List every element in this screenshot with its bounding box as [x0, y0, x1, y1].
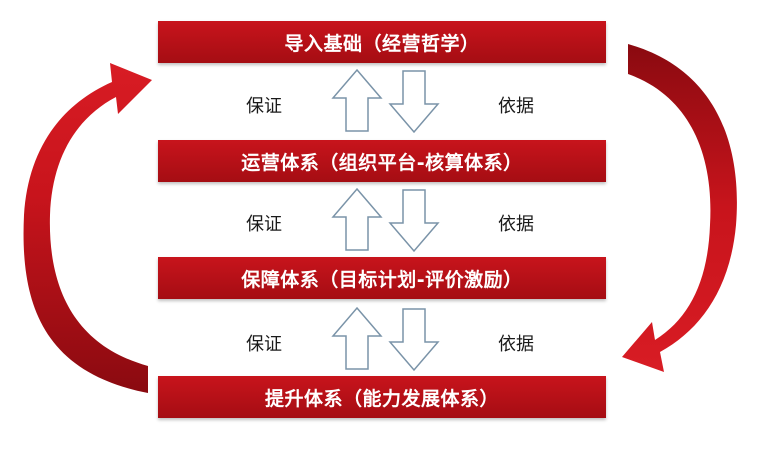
down-arrow-icon: [388, 308, 440, 372]
connector-right-label: 依据: [498, 214, 534, 235]
level-bar-support: 保障体系（目标计划-评价激励）: [158, 257, 606, 299]
down-arrow-icon: [388, 70, 440, 134]
level-bar-improvement: 提升体系（能力发展体系）: [158, 376, 606, 418]
level-label: 运营体系（组织平台-核算体系）: [241, 151, 523, 174]
up-arrow-icon: [331, 187, 383, 251]
connector-left-label: 保证: [246, 214, 282, 235]
curved-up-arrow-icon: [23, 63, 152, 393]
down-arrow-icon: [388, 189, 440, 253]
up-arrow-icon: [331, 68, 383, 132]
level-label: 保障体系（目标计划-评价激励）: [241, 268, 523, 291]
connector-right-label: 依据: [498, 96, 534, 117]
level-label: 提升体系（能力发展体系）: [264, 387, 499, 410]
level-bar-foundation: 导入基础（经营哲学）: [158, 21, 606, 63]
level-label: 导入基础（经营哲学）: [284, 32, 480, 55]
connector-right-label: 依据: [498, 334, 534, 355]
connector-left-label: 保证: [246, 96, 282, 117]
level-bar-operation: 运营体系（组织平台-核算体系）: [158, 140, 606, 182]
curved-down-arrow-icon: [622, 44, 737, 372]
up-arrow-icon: [331, 306, 383, 370]
connector-left-label: 保证: [246, 334, 282, 355]
